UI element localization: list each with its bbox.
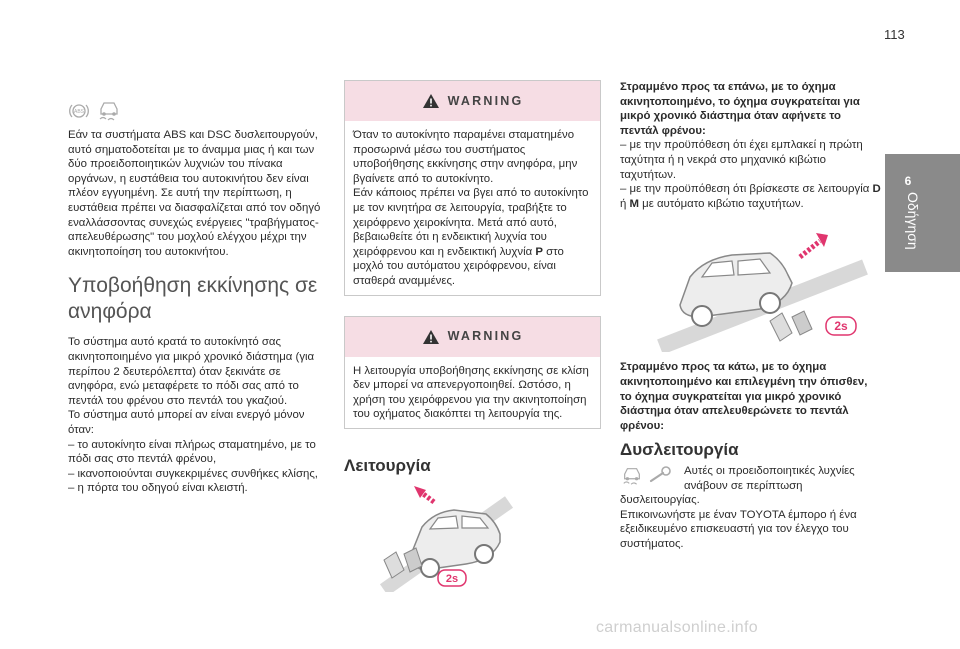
chapter-number: 6 [904,174,912,188]
timer-badge: 2s [834,319,848,333]
malfunction-text-cont: δυσλειτουργίας. [620,494,700,507]
malfunction-text: Αυτές οι προειδοποιητικές λυχνίες ανάβου… [684,464,855,492]
malfunction-heading: Δυσλειτουργία [620,440,739,460]
hill-start-paragraph: Το σύστημα αυτό κρατά το αυτοκίνητό σας … [68,336,315,407]
warning-title: WARNING [447,93,524,108]
warning-text: Όταν το αυτοκίνητο παραμένει σταματημένο… [353,129,578,185]
brake-pedal-icon [769,310,813,343]
page-number: 113 [884,27,905,42]
chapter-title: Οδήγηση [905,192,921,250]
list-item: – με την προϋπόθεση ότι βρίσκεστε σε λει… [620,182,882,211]
malfunction-row: Αυτές οι προειδοποιητικές λυχνίες ανάβου… [620,464,882,493]
svg-text:ABS: ABS [74,109,85,115]
uphill-car-illustration: 2s [657,233,868,353]
warning-header: WARNING [345,81,600,121]
mode-d-label: D [872,183,881,196]
hill-start-conditions-intro: Το σύστημα αυτό μπορεί αν είναι ενεργό μ… [68,409,305,436]
list-item: – το αυτοκίνητο είναι πλήρως σταματημένο… [68,438,316,466]
warning-text: Εάν κάποιος πρέπει να βγει από το αυτοκί… [353,186,590,288]
list-text-part: ή [620,197,630,210]
warning-lamps-row: ABS [68,96,330,126]
operation-heading: Λειτουργία [344,455,431,475]
abs-dsc-paragraph: Εάν τα συστήματα ABS και DSC δυσλειτουργ… [68,129,321,258]
downhill-car-illustration: 2s [379,485,514,592]
dsc-skid-icon [623,467,640,485]
wrench-icon [649,466,671,483]
list-item: – ικανοποιούνται συγκεκριμένες συνθήκες … [68,467,318,480]
contact-dealer-text: Επικοινωνήστε με έναν TOYOTA έμπορο ή έν… [620,508,857,550]
warning-body: Όταν το αυτοκίνητο παραμένει σταματημένο… [345,121,600,295]
downhill-heading: Στραμμένο προς τα κάτω, με το όχημα ακιν… [620,361,868,432]
column-right: Στραμμένο προς τα επάνω, με το όχημα ακι… [620,80,882,551]
warning-header: WARNING [345,316,600,357]
chapter-tab: 6 Οδήγηση [885,154,960,272]
dsc-skid-icon [99,102,118,121]
hill-start-heading: Υποβοήθηση εκκίνησης σε ανηφόρα [68,274,318,324]
list-text-part: – με την προϋπόθεση ότι βρίσκεστε σε λει… [620,183,873,196]
timer-badge: 2s [446,573,458,585]
warning-triangle-icon [422,94,439,108]
list-item: – η πόρτα του οδηγού είναι κλειστή. [68,482,248,495]
uphill-heading: Στραμμένο προς τα επάνω, με το όχημα ακι… [620,81,860,137]
warning-box-2: WARNING Η λειτουργία υποβοήθησης εκκίνησ… [344,315,601,429]
abs-warning-icon: ABS [69,104,89,118]
mode-m-label: M [629,197,640,210]
column-left: ABS Εάν τα συστήματα ABS και DSC δυσλειτ… [68,96,330,496]
warning-box-1: WARNING Όταν το αυτοκίνητο παραμένει στα… [344,80,601,296]
watermark: carmanualsonline.info [596,619,758,636]
list-text-part: με αυτόματο κιβώτιο ταχυτήτων. [639,197,804,210]
warning-triangle-icon [422,329,439,344]
warning-text-part: στο μοχλό του αυτόματου χειρόφρενου, είν… [353,245,564,287]
warning-body: Η λειτουργία υποβοήθησης εκκίνησης σε κλ… [345,357,600,428]
parking-p-label: P [535,245,543,258]
warning-title: WARNING [447,329,524,344]
malfunction-icons [620,464,674,487]
warning-text-part: Εάν κάποιος πρέπει να βγει από το αυτοκί… [353,187,589,258]
warning-text: Η λειτουργία υποβοήθησης εκκίνησης σε κλ… [353,364,589,421]
list-item: – με την προϋπόθεση ότι έχει εμπλακεί η … [620,139,863,181]
column-middle: WARNING Όταν το αυτοκίνητο παραμένει στα… [344,80,601,592]
brake-pedal-icon [383,546,423,579]
